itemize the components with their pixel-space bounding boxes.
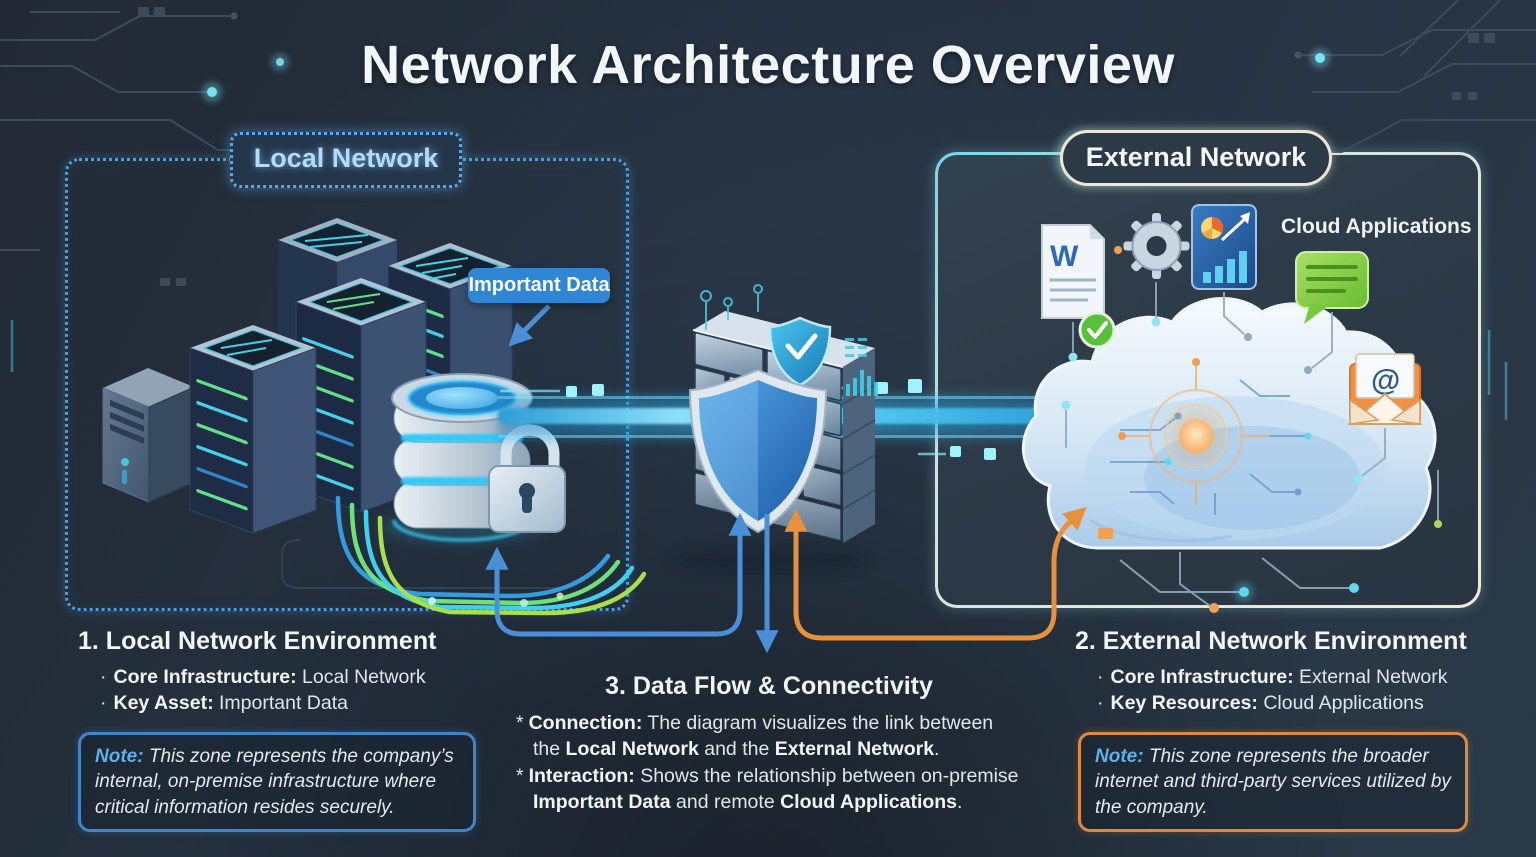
gear-icon — [1123, 213, 1190, 279]
circuit-glow-dots-top-right — [1310, 48, 1330, 68]
section-data-flow: 3. Data Flow & Connectivity *Connection:… — [516, 672, 1022, 818]
external-network-label: External Network — [1060, 130, 1332, 186]
flow-connectors — [485, 304, 1087, 654]
data-flow-bullet-interaction: *Interaction: Shows the relationship bet… — [516, 765, 1019, 814]
local-env-bullet-asset: ·Key Asset: Important Data — [100, 691, 348, 714]
shield-icon — [688, 368, 828, 534]
note-box-external: Note: This zone represents the broader i… — [1078, 732, 1468, 832]
tower-pc-icon — [102, 368, 195, 503]
flow-arrow-orange — [784, 506, 1087, 641]
chat-bubble-icon — [1295, 251, 1369, 324]
section-local-environment: 1. Local Network Environment ·Core Infra… — [78, 627, 436, 716]
flow-arrow-blue — [485, 512, 752, 637]
note-text: This zone represents the company’s inter… — [95, 746, 454, 818]
external-env-bullet-core: ·Core Infrastructure: External Network — [1097, 666, 1448, 688]
network-cables — [281, 495, 647, 616]
important-data-pointer — [508, 304, 551, 347]
data-flow-bullet-connection: *Connection: The diagram visualizes the … — [516, 712, 994, 760]
note-label: Note: — [1095, 746, 1144, 767]
important-data-callout: Important Data — [468, 268, 610, 303]
page-title: Network Architecture Overview — [361, 35, 1175, 95]
external-env-bullet-resources: ·Key Resources: Cloud Applications — [1097, 691, 1424, 714]
section-external-environment: 2. External Network Environment ·Core In… — [1075, 627, 1467, 716]
svg-text:W: W — [1050, 240, 1079, 273]
svg-text:@: @ — [1371, 364, 1400, 397]
cloud-circuit-dots — [1061, 246, 1442, 613]
local-env-heading: 1. Local Network Environment — [78, 627, 437, 655]
local-network-label: Local Network — [230, 132, 462, 188]
cloud-applications-label: Cloud Applications — [1281, 215, 1472, 238]
word-doc-icon: W — [1041, 224, 1116, 349]
circuit-decoration-top-right — [1292, 0, 1536, 153]
chart-icon — [1191, 204, 1257, 290]
edge-accent-lines — [10, 320, 1508, 420]
data-flow-heading: 3. Data Flow & Connectivity — [605, 672, 933, 700]
note-label: Note: — [95, 746, 144, 767]
circuit-glow-dots-top-left — [202, 53, 289, 102]
email-icon: @ — [1347, 353, 1423, 425]
local-env-bullet-core: ·Core Infrastructure: Local Network — [100, 666, 426, 688]
cloud-circuit-links — [1065, 282, 1439, 607]
note-text: This zone represents the broader interne… — [1095, 746, 1451, 818]
server-rack-icon-front — [189, 325, 317, 534]
note-box-local: Note: This zone represents the company’s… — [78, 732, 476, 832]
external-env-heading: 2. External Network Environment — [1075, 627, 1467, 655]
firewall-circuit-decor — [700, 284, 878, 396]
cloud-icon — [1021, 297, 1437, 550]
